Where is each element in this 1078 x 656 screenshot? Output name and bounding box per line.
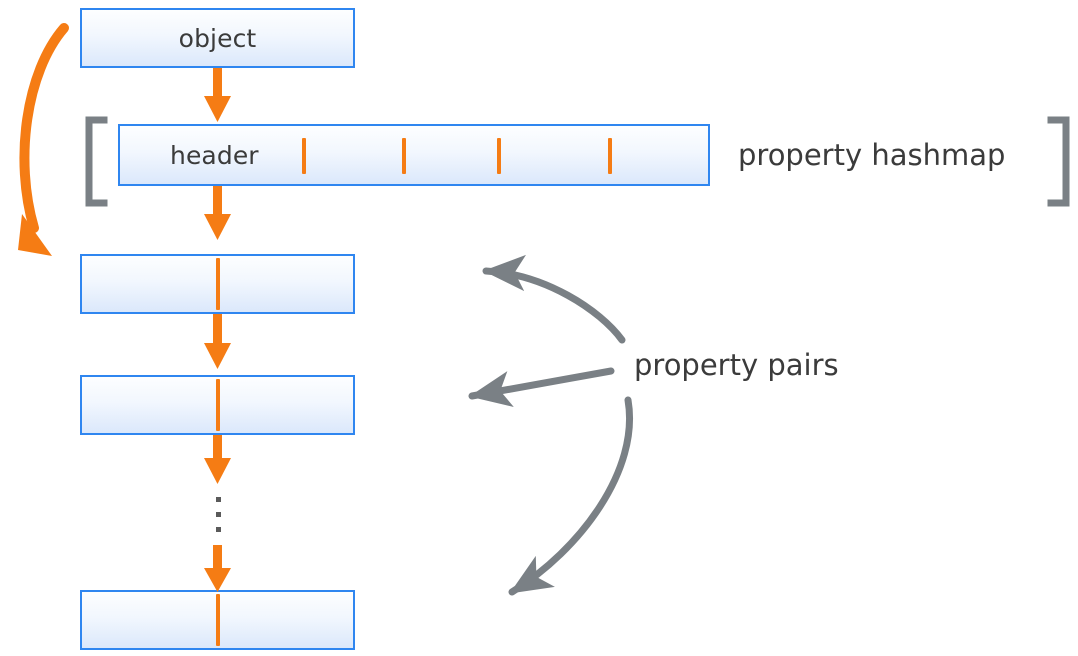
hashmap-slot-tick-1: [302, 138, 306, 174]
hashmap-slot-tick-2: [402, 138, 406, 174]
gray-pointer-arrow-to-last-pair: [508, 396, 633, 596]
object-box-label: object: [178, 23, 257, 53]
object-box: object: [80, 8, 355, 68]
orange-down-arrow-object-to-hashmap: [204, 68, 231, 122]
bracket-right-icon: [1047, 116, 1070, 207]
orange-down-arrow-pair2-to-ellipsis: [204, 435, 231, 484]
bracket-left-icon: [85, 116, 108, 207]
ellipsis-dot-2: [216, 512, 221, 517]
gray-pointer-arrow-to-pair1: [482, 254, 626, 344]
property-hashmap-label: property hashmap: [738, 138, 1006, 172]
orange-down-arrow-pair1-to-pair2: [204, 314, 231, 369]
pair-link-line-1: [216, 258, 220, 310]
pair-link-line-2: [216, 379, 220, 431]
ellipsis-dot-3: [216, 527, 221, 532]
ellipsis-dot-1: [216, 497, 221, 502]
hashmap-slot-tick-3: [497, 138, 501, 174]
orange-down-arrow-hashmap-to-pair1: [204, 186, 231, 240]
header-box-label: header: [170, 140, 259, 170]
orange-down-arrow-ellipsis-to-last: [204, 545, 231, 592]
property-hashmap-box: header: [118, 124, 710, 186]
gray-pointer-arrow-to-pair2: [468, 367, 615, 407]
orange-curved-arrow-object-to-pairs: [18, 23, 69, 256]
pair-link-line-last: [216, 594, 220, 646]
property-pairs-label: property pairs: [634, 348, 839, 382]
hashmap-slot-tick-4: [608, 138, 612, 174]
